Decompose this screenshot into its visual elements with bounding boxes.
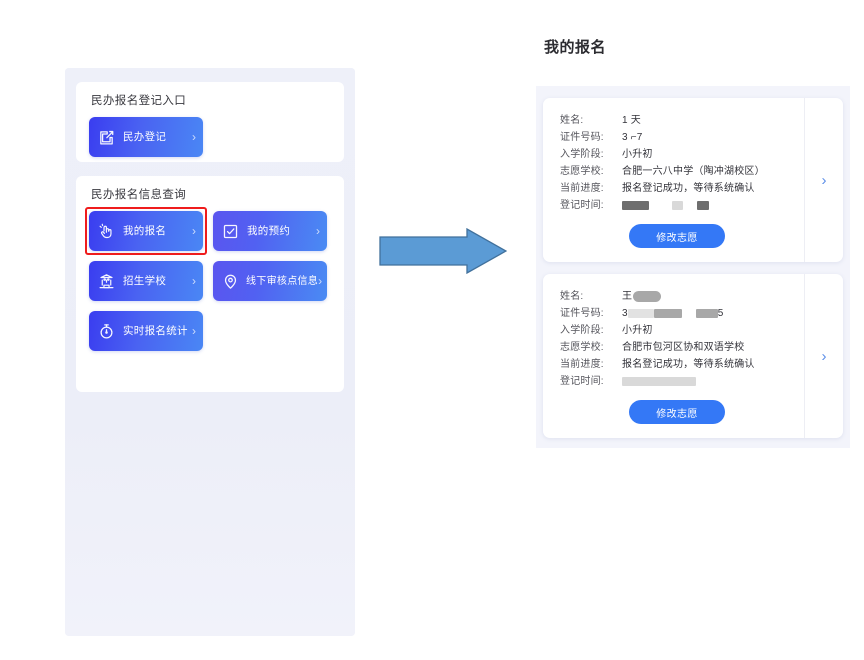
tile-label: 线下审核点信息 bbox=[246, 275, 319, 287]
tile-label: 民办登记 bbox=[123, 130, 167, 143]
label-name: 姓名: bbox=[560, 115, 584, 126]
label-progress: 当前进度: bbox=[560, 183, 604, 194]
value-progress: 报名登记成功，等待系统确认 bbox=[622, 183, 755, 194]
query-tile-grid: 我的报名 › 我的预约 › bbox=[85, 207, 331, 351]
modify-preference-button[interactable]: 修改志愿 bbox=[629, 224, 725, 248]
chevron-right-icon: › bbox=[192, 274, 196, 288]
result-page: 我的报名 姓名: 1 天 证件号码: 3 ⌐7 入学阶段: 小升初 bbox=[528, 25, 858, 495]
registration-card[interactable]: 姓名: 1 天 证件号码: 3 ⌐7 入学阶段: 小升初 志愿学校: 合肥一六八… bbox=[543, 98, 843, 262]
tile-minban-dengji[interactable]: 民办登记 › bbox=[89, 117, 203, 157]
chevron-right-icon: › bbox=[192, 130, 196, 144]
value-id-visible: 3 bbox=[622, 308, 628, 319]
value-school: 合肥市包河区协和双语学校 bbox=[622, 342, 745, 353]
school-icon bbox=[98, 273, 115, 290]
redaction-block bbox=[627, 308, 654, 318]
row-progress: 当前进度: 报名登记成功，等待系统确认 bbox=[560, 356, 794, 373]
tile-my-registration[interactable]: 我的报名 › bbox=[85, 207, 207, 255]
redaction-block bbox=[633, 290, 662, 302]
page-title: 我的报名 bbox=[544, 39, 607, 56]
chevron-right-icon: › bbox=[821, 347, 827, 365]
card-actions: 修改志愿 bbox=[560, 224, 794, 248]
value-name: 1 天 bbox=[622, 115, 641, 126]
value-time-redacted bbox=[622, 373, 794, 390]
row-name: 姓名: 1 天 bbox=[560, 112, 794, 129]
chevron-right-icon: › bbox=[192, 224, 196, 238]
redaction-block bbox=[695, 308, 718, 318]
value-name-redacted: 王 bbox=[622, 288, 794, 305]
stopwatch-icon bbox=[98, 323, 115, 340]
tile-label: 招生学校 bbox=[123, 274, 167, 287]
tile-label: 我的预约 bbox=[247, 224, 291, 237]
panel-query-title: 民办报名信息查询 bbox=[91, 189, 187, 201]
chevron-right-icon: › bbox=[316, 224, 320, 238]
location-pin-icon bbox=[222, 273, 239, 290]
edit-square-icon bbox=[98, 129, 115, 146]
row-school: 志愿学校: 合肥市包河区协和双语学校 bbox=[560, 339, 794, 356]
modify-preference-button[interactable]: 修改志愿 bbox=[629, 400, 725, 424]
panel-registration-query: 民办报名信息查询 我的报名 › bbox=[76, 176, 344, 392]
redaction-block bbox=[696, 200, 709, 210]
value-id-number: 3 ⌐7 bbox=[622, 132, 643, 143]
label-id-number: 证件号码: bbox=[560, 132, 604, 143]
value-progress: 报名登记成功，等待系统确认 bbox=[622, 359, 755, 370]
label-stage: 入学阶段: bbox=[560, 325, 604, 336]
label-time: 登记时间: bbox=[560, 200, 604, 211]
registration-card-list: 姓名: 1 天 证件号码: 3 ⌐7 入学阶段: 小升初 志愿学校: 合肥一六八… bbox=[536, 86, 850, 448]
label-school: 志愿学校: bbox=[560, 166, 604, 177]
value-school: 合肥一六八中学（陶冲湖校区） bbox=[622, 166, 765, 177]
panel-registration-entry: 民办报名登记入口 民办登记 › bbox=[76, 82, 344, 162]
value-id-tail: 5 bbox=[717, 308, 724, 319]
entry-tile-grid: 民办登记 › bbox=[89, 117, 331, 157]
row-school: 志愿学校: 合肥一六八中学（陶冲湖校区） bbox=[560, 163, 794, 180]
card-body: 姓名: 1 天 证件号码: 3 ⌐7 入学阶段: 小升初 志愿学校: 合肥一六八… bbox=[543, 98, 805, 262]
label-progress: 当前进度: bbox=[560, 359, 604, 370]
redaction-block bbox=[653, 308, 682, 318]
row-time: 登记时间: bbox=[560, 197, 794, 214]
redaction-gap bbox=[682, 309, 696, 318]
row-stage: 入学阶段: 小升初 bbox=[560, 322, 794, 339]
chevron-right-icon: › bbox=[318, 274, 323, 288]
row-progress: 当前进度: 报名登记成功，等待系统确认 bbox=[560, 180, 794, 197]
value-stage: 小升初 bbox=[622, 325, 653, 336]
phone-screen: 民办报名登记入口 民办登记 › 民办报名信息查询 bbox=[65, 68, 355, 636]
card-actions: 修改志愿 bbox=[560, 400, 794, 424]
phone-mockup: 民办报名登记入口 民办登记 › 民办报名信息查询 bbox=[65, 68, 355, 636]
redaction-gap bbox=[652, 201, 669, 210]
tile-enrollment-schools[interactable]: 招生学校 › bbox=[89, 261, 203, 301]
label-stage: 入学阶段: bbox=[560, 149, 604, 160]
chevron-right-icon: › bbox=[192, 324, 196, 338]
label-name: 姓名: bbox=[560, 291, 584, 302]
chevron-right-icon: › bbox=[821, 171, 827, 189]
flow-arrow bbox=[379, 227, 508, 275]
row-id-number: 证件号码: 3 ⌐7 bbox=[560, 129, 794, 146]
check-square-icon bbox=[222, 223, 239, 240]
value-stage: 小升初 bbox=[622, 149, 653, 160]
redaction-block bbox=[622, 376, 696, 386]
row-time: 登记时间: bbox=[560, 373, 794, 390]
tile-label: 实时报名统计 bbox=[123, 324, 188, 337]
tile-realtime-statistics[interactable]: 实时报名统计 › bbox=[89, 311, 203, 351]
hand-tap-icon bbox=[98, 223, 115, 240]
tile-offline-review-points[interactable]: 线下审核点信息 › bbox=[213, 261, 327, 301]
redaction-block bbox=[671, 200, 683, 210]
label-school: 志愿学校: bbox=[560, 342, 604, 353]
redaction-gap bbox=[686, 201, 694, 210]
card-detail-chevron[interactable]: › bbox=[805, 274, 843, 438]
label-time: 登记时间: bbox=[560, 376, 604, 387]
panel-entry-title: 民办报名登记入口 bbox=[91, 95, 187, 107]
value-time-redacted bbox=[622, 197, 794, 214]
label-id-number: 证件号码: bbox=[560, 308, 604, 319]
row-name: 姓名: 王 bbox=[560, 288, 794, 305]
tile-label: 我的报名 bbox=[123, 224, 167, 237]
row-stage: 入学阶段: 小升初 bbox=[560, 146, 794, 163]
tile-my-appointment[interactable]: 我的预约 › bbox=[213, 211, 327, 251]
value-name-visible: 王 bbox=[622, 291, 633, 302]
card-detail-chevron[interactable]: › bbox=[805, 98, 843, 262]
redaction-block bbox=[622, 200, 649, 210]
